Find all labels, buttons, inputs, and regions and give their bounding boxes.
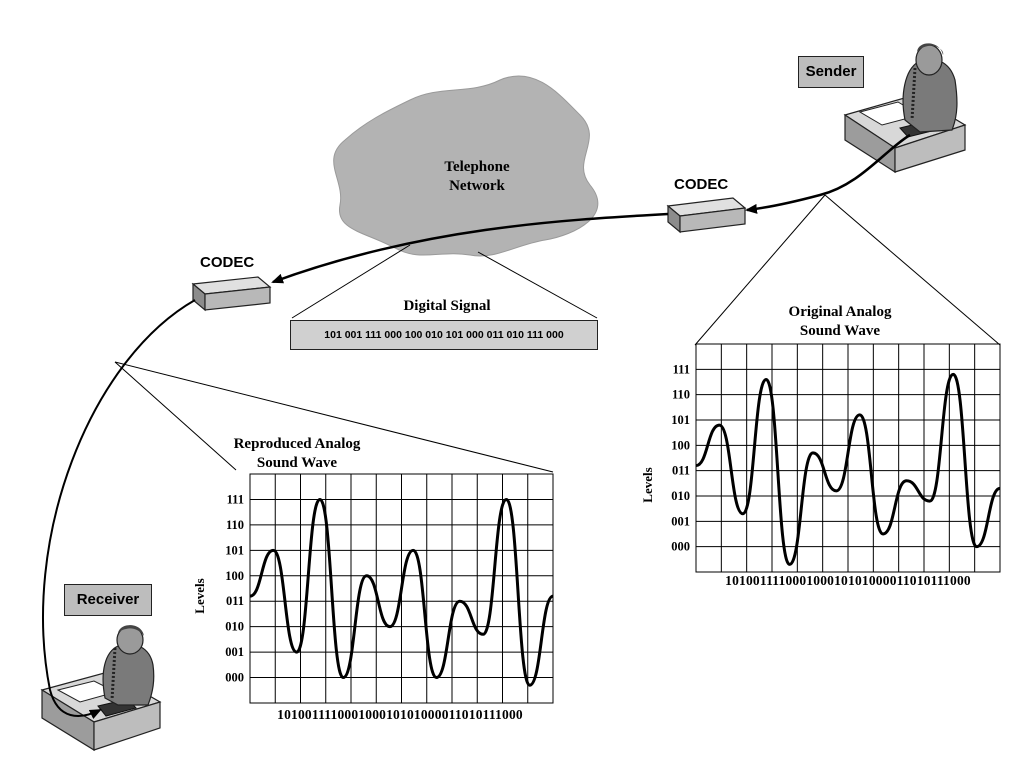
line-sender-to-codec — [745, 133, 911, 214]
original-ytick-label: 111 — [673, 362, 690, 376]
reproduced-ylabel: Levels — [192, 578, 207, 613]
codec-box-left — [191, 276, 272, 312]
receiver-label: Receiver — [64, 584, 152, 616]
network-label: Telephone Network — [444, 159, 510, 194]
codec-label-left: CODEC — [200, 254, 255, 271]
reproduced-y-ticks: 000 001 010 011 100 101 110 111 — [225, 492, 244, 684]
line-codec-to-receiver — [42, 299, 196, 719]
original-ytick-label: 100 — [671, 438, 690, 452]
reproduced-wave-line — [249, 497, 554, 687]
reproduced-ytick-label: 011 — [226, 594, 244, 608]
reproduced-x-sequence: 101001111000100010101000011010111000 — [277, 707, 523, 722]
original-ytick-label: 000 — [671, 540, 690, 554]
original-wave-line — [695, 372, 1001, 566]
codec-box-right — [666, 197, 747, 234]
original-title: Original Analog Sound Wave — [788, 304, 892, 339]
codec-label-right: CODEC — [674, 176, 729, 193]
original-ylabel: Levels — [640, 467, 655, 502]
callout-lines — [114, 194, 1001, 473]
line-codec-to-codec — [271, 212, 669, 284]
sender-person-illustration — [843, 43, 967, 174]
original-x-sequence: 101001111000100010101000011010111000 — [725, 573, 971, 588]
original-ytick-label: 110 — [672, 388, 690, 402]
reproduced-ytick-label: 010 — [225, 620, 244, 634]
receiver-person-illustration — [40, 625, 162, 752]
reproduced-ytick-label: 001 — [225, 645, 244, 659]
original-ytick-label: 010 — [671, 489, 690, 503]
original-y-ticks: 000 001 010 011 100 101 110 111 — [671, 362, 690, 553]
sender-label: Sender — [798, 56, 864, 88]
telephone-network-cloud — [333, 75, 599, 257]
original-ytick-label: 011 — [672, 464, 690, 478]
reproduced-ytick-label: 111 — [227, 492, 244, 506]
reproduced-ytick-label: 100 — [225, 569, 244, 583]
reproduced-ytick-label: 101 — [225, 543, 244, 557]
reproduced-ytick-label: 000 — [225, 671, 244, 685]
original-ytick-label: 101 — [671, 413, 690, 427]
original-chart-grid — [695, 343, 1001, 573]
reproduced-ytick-label: 110 — [226, 518, 244, 532]
digital-signal-title: Digital Signal — [403, 298, 491, 314]
reproduced-title: Reproduced Analog Sound Wave — [233, 436, 361, 471]
original-ytick-label: 001 — [671, 514, 690, 528]
digital-signal-bits: 101 001 111 000 100 010 101 000 011 010 … — [290, 320, 598, 350]
